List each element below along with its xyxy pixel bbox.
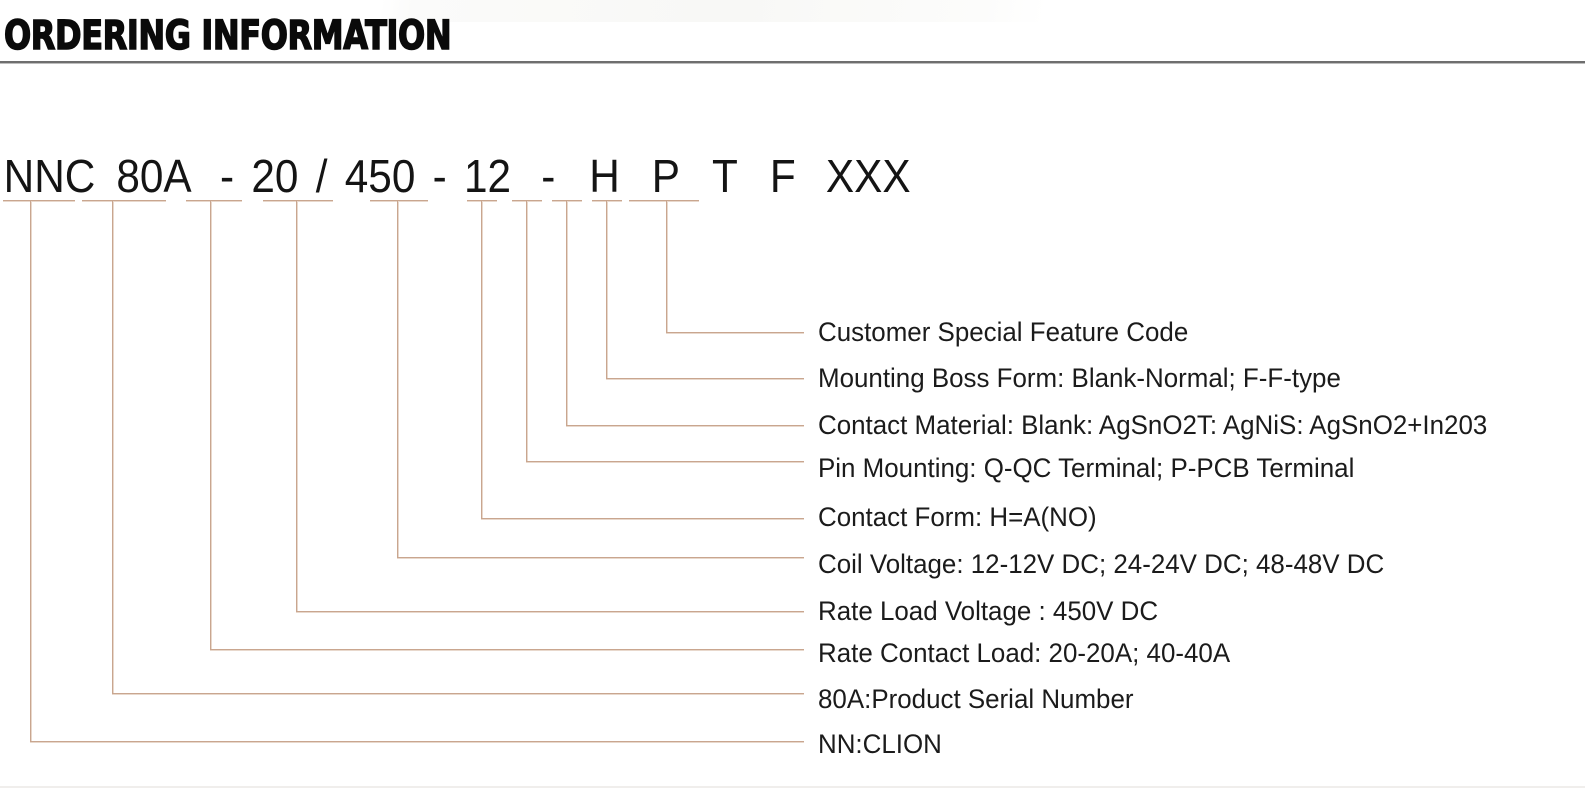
tick-bar-voltage [263,200,333,202]
part-segment-serial: 80A [116,150,192,202]
part-segment-special: XXX [825,150,911,202]
part-segment-dash3: - [541,150,556,202]
page-top-sheen [0,0,1585,22]
leader-vline-material [566,201,568,427]
leader-vline-special [666,201,668,334]
tick-bar-coil [370,200,428,202]
page-title: ORDERING INFORMATION [3,13,452,59]
callout-label-special: Customer Special Feature Code [818,317,1189,347]
leader-hline-form [481,518,804,520]
callout-label-serial: 80A:Product Serial Number [818,684,1134,714]
leader-hline-special [666,332,804,334]
leader-vline-form [481,201,483,520]
leader-vline-nn [30,201,32,743]
tick-bar-nn [3,200,75,202]
tick-bar-special [629,200,699,202]
part-segment-form: H [589,150,620,202]
leader-hline-load [210,649,804,651]
part-segment-boss: F [769,150,796,202]
part-segment-nn: NNC [3,150,96,202]
leader-vline-pin [526,201,528,463]
leader-hline-pin [526,461,804,463]
leader-vline-load [210,201,212,651]
callout-label-form: Contact Form: H=A(NO) [818,502,1097,532]
part-segment-dash2: - [432,150,447,202]
leader-hline-nn [30,741,804,743]
callout-label-boss: Mounting Boss Form: Blank-Normal; F-F-ty… [818,363,1341,393]
tick-bar-serial [82,200,166,202]
part-segment-coil: 12 [464,150,512,202]
leader-hline-boss [606,378,804,380]
callout-label-voltage: Rate Load Voltage : 450V DC [818,596,1159,626]
callout-label-load: Rate Contact Load: 20-20A; 40-40A [818,638,1231,668]
part-segment-voltage: 450 [344,150,416,202]
part-segment-load: 20 [251,150,299,202]
part-number-string: NNC 80A - 20 / 450 - 12 - H P T F XXX [0,148,911,204]
leader-vline-serial [112,201,114,695]
part-segment-pin: P [651,150,680,202]
callout-label-nn: NN:CLION [818,729,942,759]
leader-hline-material [566,425,804,427]
part-segment-material: T [711,150,738,202]
part-segment-dash1: - [219,150,235,202]
title-divider-rule [0,61,1585,64]
callout-label-coil: Coil Voltage: 12-12V DC; 24-24V DC; 48-4… [818,549,1385,579]
leader-vline-coil [397,201,399,559]
part-segment-slash: / [315,150,328,202]
callout-label-pin: Pin Mounting: Q-QC Terminal; P-PCB Termi… [818,453,1355,483]
tick-bar-load [186,200,242,202]
leader-hline-coil [397,557,804,559]
leader-hline-voltage [296,611,804,613]
callout-label-material: Contact Material: Blank: AgSnO2T: AgNiS:… [818,410,1488,440]
leader-hline-serial [112,693,804,695]
leader-vline-voltage [296,201,298,613]
page-bottom-rule [0,786,1585,788]
leader-vline-boss [606,201,608,380]
